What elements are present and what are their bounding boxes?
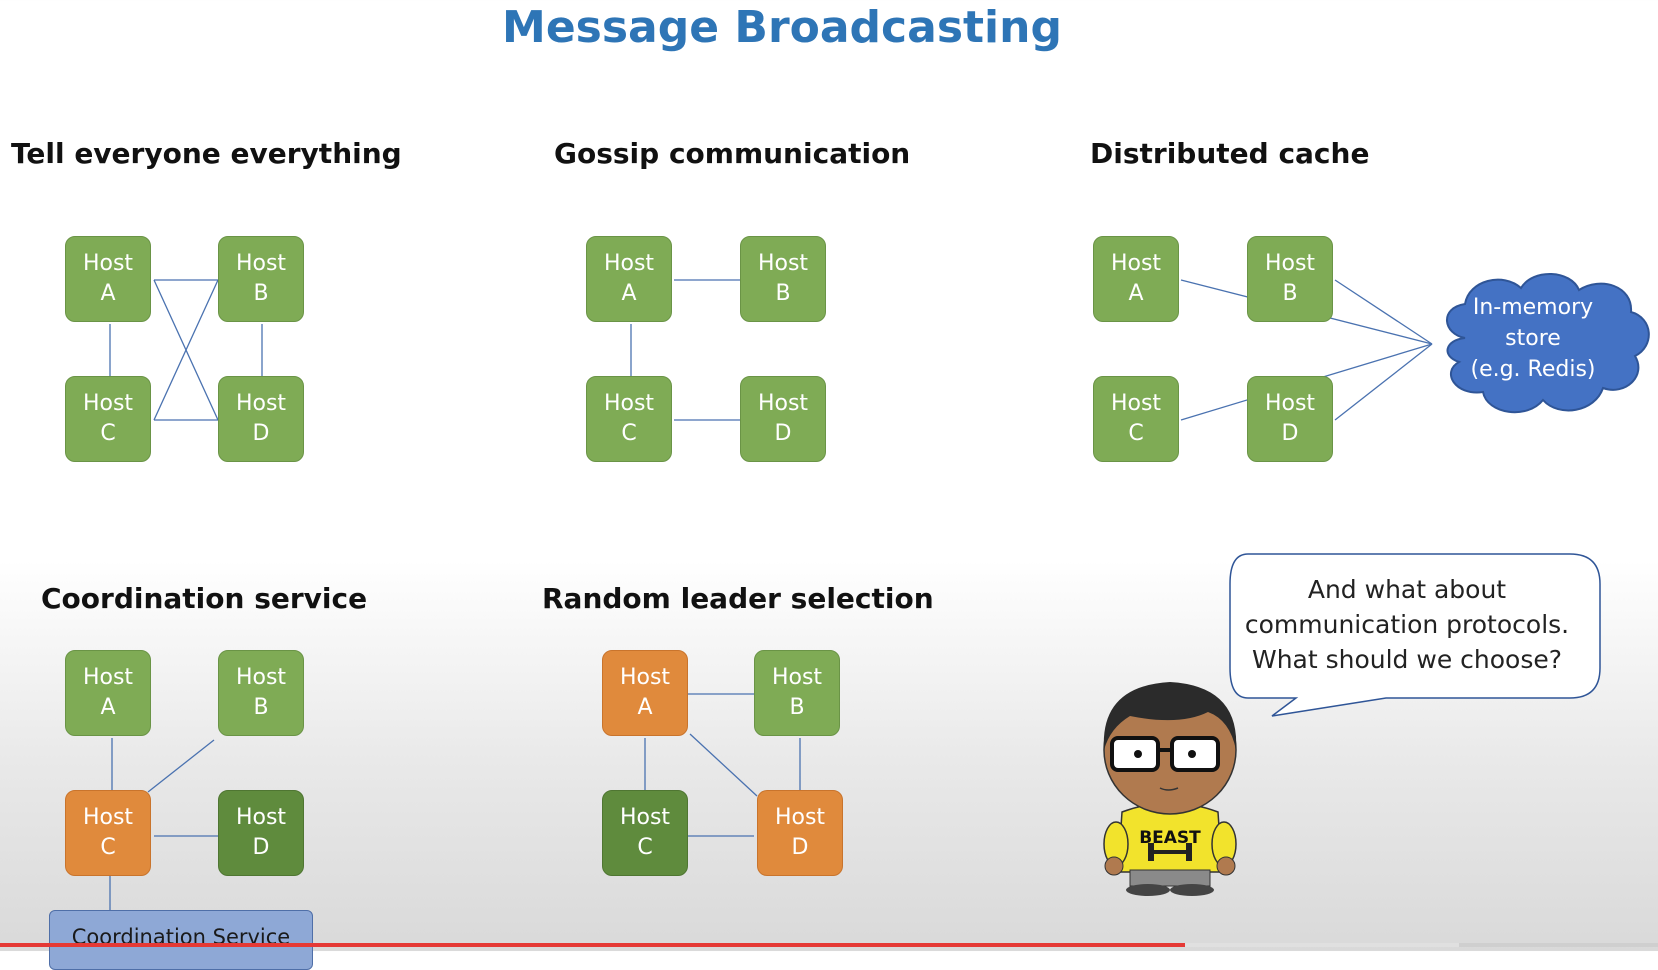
- in-memory-store-label: In-memory store (e.g. Redis): [1470, 295, 1596, 382]
- section-title-gossip: Gossip communication: [554, 137, 911, 170]
- character-avatar: [1103, 682, 1237, 896]
- progress-buffered: [1185, 943, 1459, 947]
- slide-title: Message Broadcasting: [502, 2, 1062, 53]
- section-title-random-leader: Random leader selection: [542, 582, 934, 615]
- shirt-text: BEAST: [1139, 828, 1201, 848]
- video-progress-bar[interactable]: [0, 943, 1658, 947]
- section-title-tell-everyone: Tell everyone everything: [11, 137, 402, 170]
- coordination-service-box: Coordination Service: [49, 910, 313, 970]
- section-title-coordination: Coordination service: [41, 582, 368, 615]
- cloud-icon: [1446, 273, 1650, 414]
- section-title-distributed-cache: Distributed cache: [1090, 137, 1370, 170]
- speech-bubble: [1229, 553, 1601, 717]
- progress-played: [0, 943, 1185, 947]
- speech-bubble-text: And what about communication protocols. …: [1244, 575, 1570, 674]
